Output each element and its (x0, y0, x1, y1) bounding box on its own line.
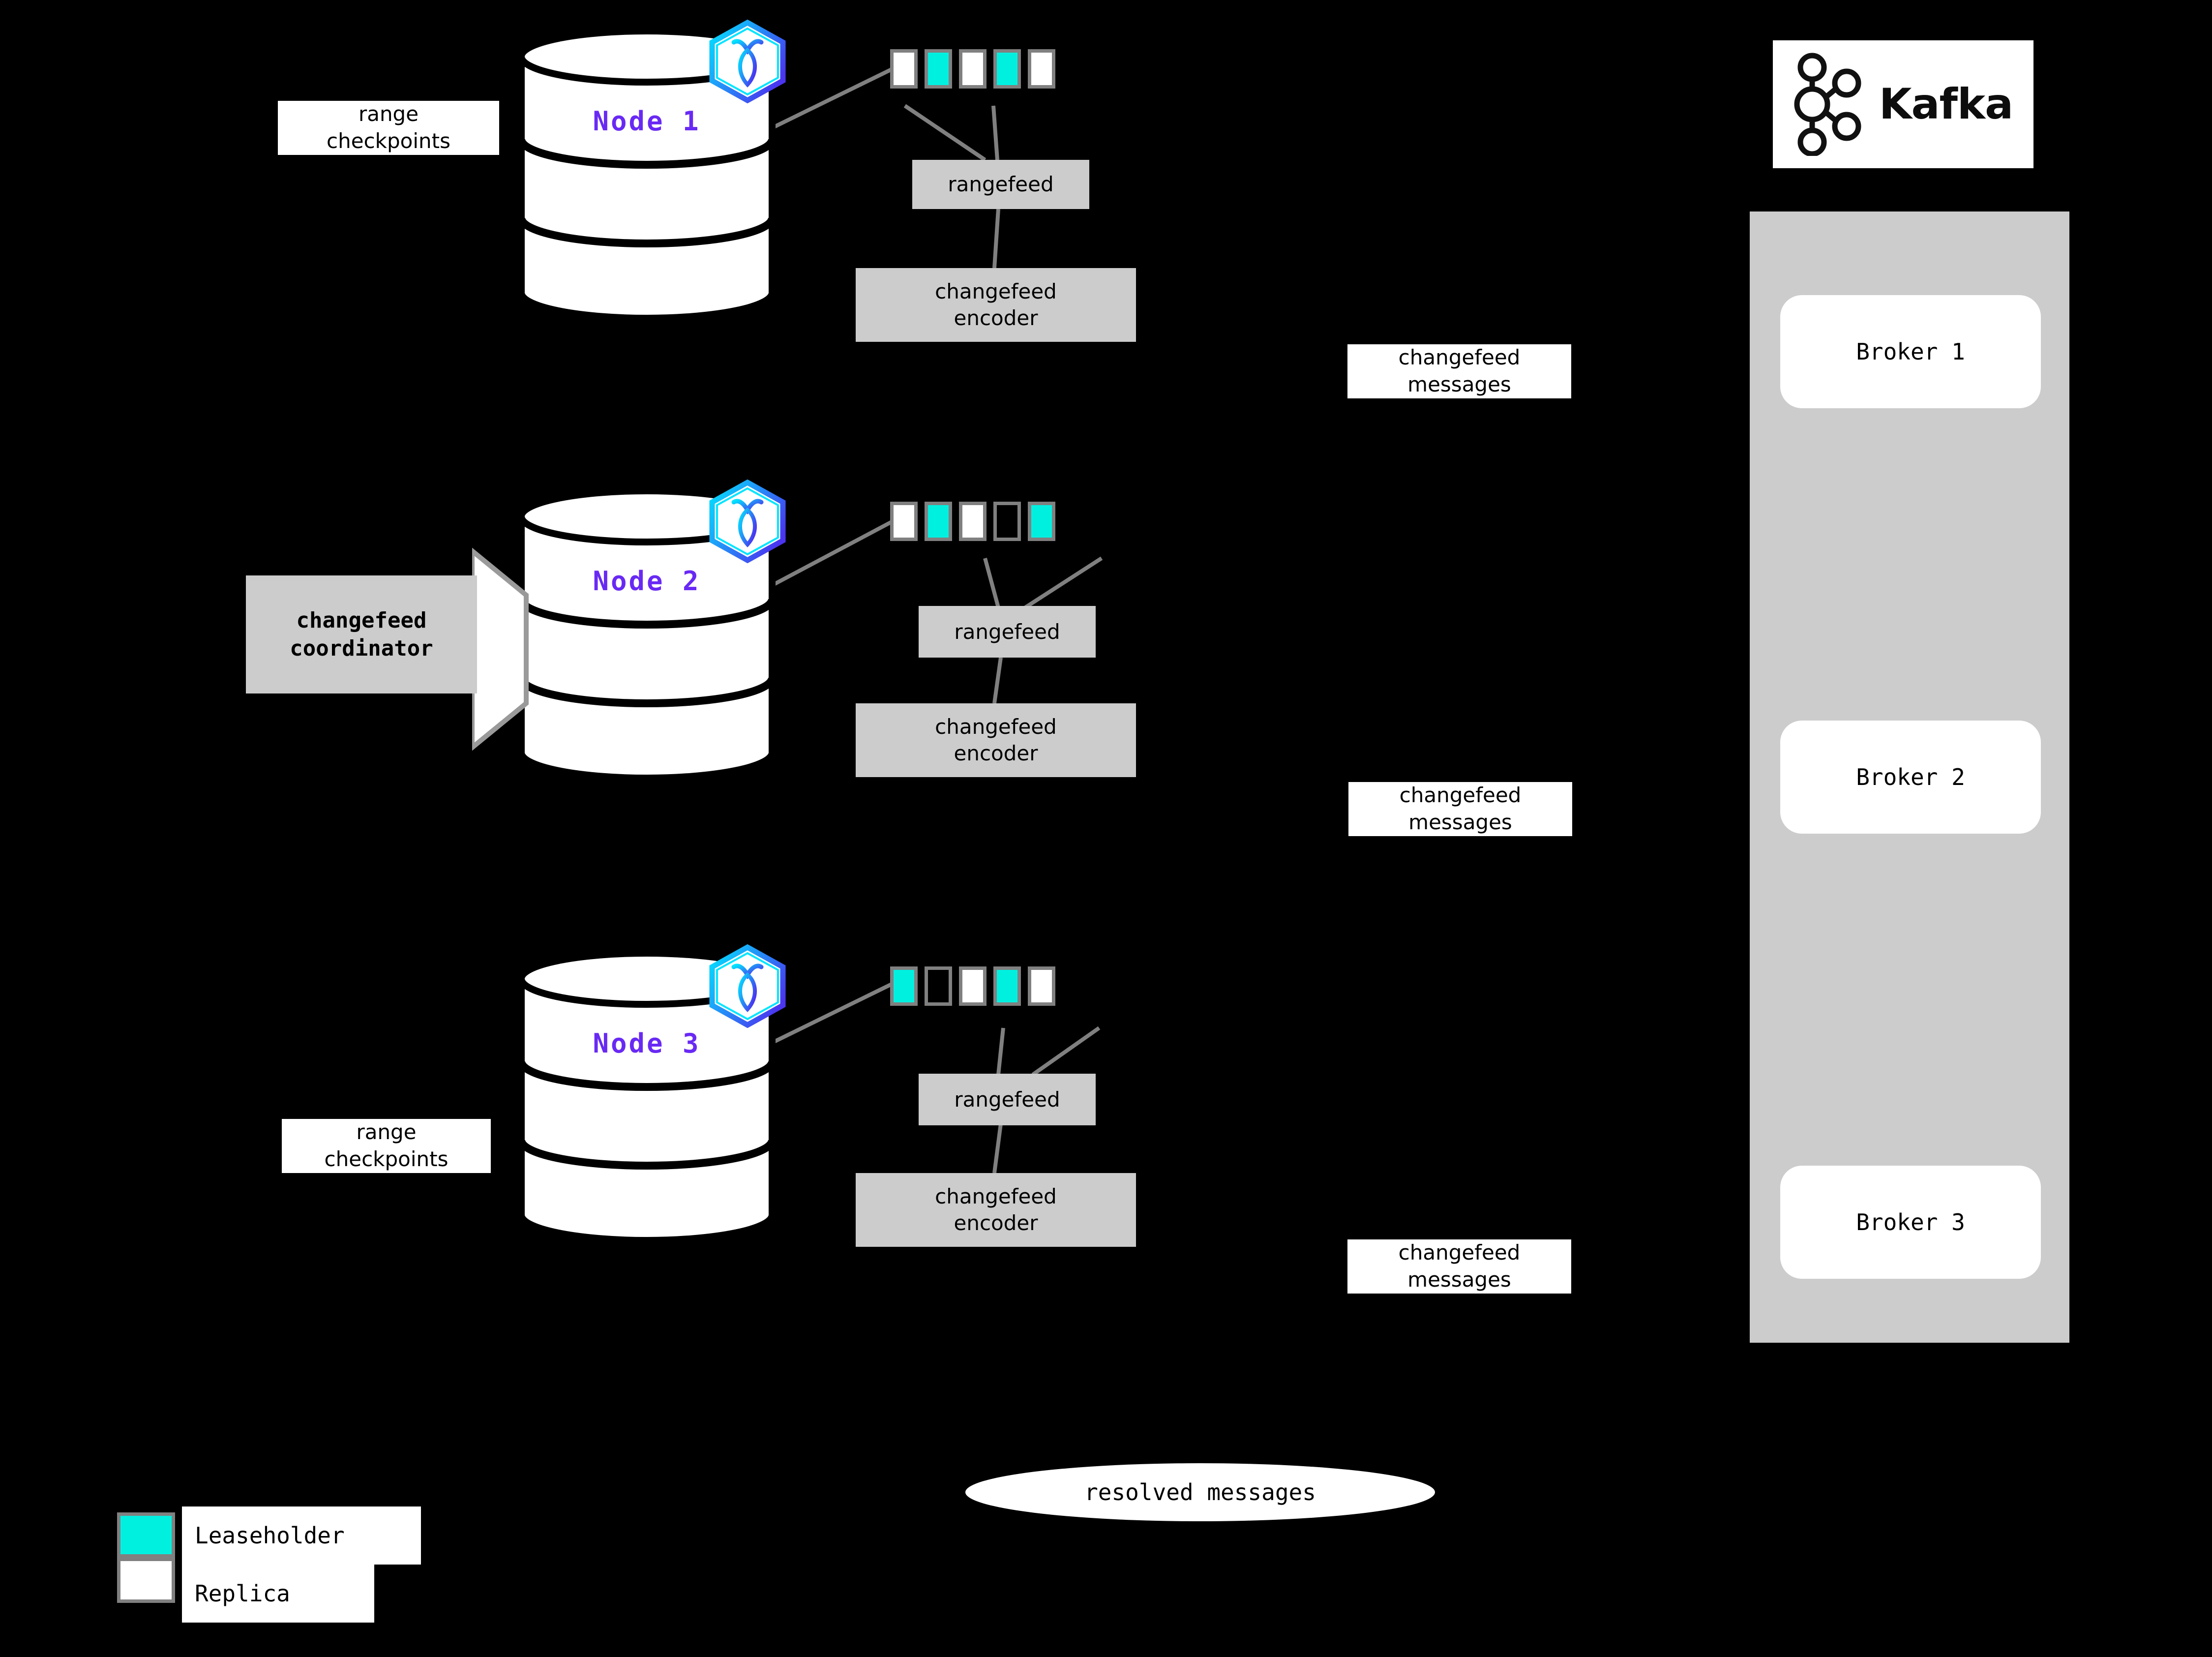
node-3-label: Node 3 (593, 1028, 701, 1059)
encoder-line-2: encoder (954, 306, 1038, 330)
node-1-changefeed-encoder-box[interactable]: changefeed encoder (856, 268, 1136, 342)
resolved-messages-node[interactable]: resolved messages (965, 1463, 1435, 1521)
changefeed-messages-line-2: messages (1407, 372, 1511, 396)
range-box[interactable] (993, 49, 1021, 89)
kafka-logo-icon (1794, 53, 1861, 156)
range-box[interactable] (1028, 49, 1055, 89)
legend-swatch-replica (117, 1558, 175, 1603)
range-box[interactable] (993, 502, 1021, 541)
range-box[interactable] (959, 502, 986, 541)
range-box[interactable] (890, 502, 918, 541)
coordinator-line-1: changefeed (296, 607, 427, 633)
changefeed-coordinator-box[interactable]: changefeed coordinator (246, 575, 477, 693)
range-box[interactable] (1028, 502, 1055, 541)
changefeed-messages-label-1: changefeed messages (1347, 344, 1571, 398)
kafka-broker-3[interactable]: Broker 3 (1780, 1166, 2041, 1279)
changefeed-messages-label-3: changefeed messages (1347, 1239, 1571, 1294)
node-3-rangefeed-box[interactable]: rangefeed (919, 1074, 1096, 1125)
encoder-line-1: changefeed (935, 715, 1057, 739)
changefeed-messages-line-1: changefeed (1398, 345, 1521, 370)
range-box[interactable] (890, 49, 918, 89)
range-checkpoints-label-1: range checkpoints (278, 101, 499, 155)
encoder-line-2: encoder (954, 741, 1038, 765)
node-3-range-row (890, 966, 1055, 1006)
node-2-label: Node 2 (593, 566, 701, 597)
range-box[interactable] (993, 966, 1021, 1006)
encoder-line-1: changefeed (935, 279, 1057, 304)
changefeed-messages-line-2: messages (1407, 1267, 1511, 1292)
range-box[interactable] (890, 966, 918, 1006)
cockroachdb-hex-icon (708, 479, 787, 564)
kafka-broker-1[interactable]: Broker 1 (1780, 295, 2041, 408)
range-checkpoints-label-2: range checkpoints (282, 1119, 491, 1173)
node-2-range-row (890, 502, 1055, 541)
coordinator-line-2: coordinator (290, 636, 433, 661)
node-2-rangefeed-box[interactable]: rangefeed (919, 606, 1096, 658)
kafka-broker-2[interactable]: Broker 2 (1780, 721, 2041, 834)
changefeed-messages-line-1: changefeed (1399, 783, 1522, 808)
legend-swatch-leaseholder (117, 1512, 175, 1558)
range-checkpoints-line-2: checkpoints (324, 1147, 448, 1171)
range-checkpoints-line-1: range (358, 102, 419, 126)
range-box[interactable] (1028, 966, 1055, 1006)
node-1-rangefeed-box[interactable]: rangefeed (912, 160, 1089, 209)
cockroachdb-hex-icon (708, 19, 787, 104)
legend-label-leaseholder: Leaseholder (182, 1506, 421, 1565)
cockroachdb-hex-icon (708, 944, 787, 1028)
range-box[interactable] (959, 966, 986, 1006)
encoder-line-1: changefeed (935, 1184, 1057, 1209)
range-box[interactable] (925, 502, 952, 541)
changefeed-messages-line-2: messages (1408, 810, 1512, 834)
kafka-wordmark: Kafka (1879, 80, 2013, 129)
node-2-changefeed-encoder-box[interactable]: changefeed encoder (856, 703, 1136, 777)
changefeed-messages-label-2: changefeed messages (1348, 782, 1572, 836)
node-3-changefeed-encoder-box[interactable]: changefeed encoder (856, 1173, 1136, 1247)
range-box[interactable] (925, 49, 952, 89)
kafka-logo-panel: Kafka (1773, 40, 2033, 168)
range-box[interactable] (959, 49, 986, 89)
node-2-cylinder[interactable]: Node 2 (516, 487, 777, 782)
encoder-line-2: encoder (954, 1211, 1038, 1235)
changefeed-messages-line-1: changefeed (1398, 1240, 1521, 1265)
range-box[interactable] (925, 966, 952, 1006)
node-1-range-row (890, 49, 1055, 89)
range-checkpoints-line-1: range (356, 1120, 417, 1145)
range-checkpoints-line-2: checkpoints (327, 129, 450, 153)
legend-label-replica: Replica (182, 1565, 374, 1623)
node-1-label: Node 1 (593, 106, 701, 137)
